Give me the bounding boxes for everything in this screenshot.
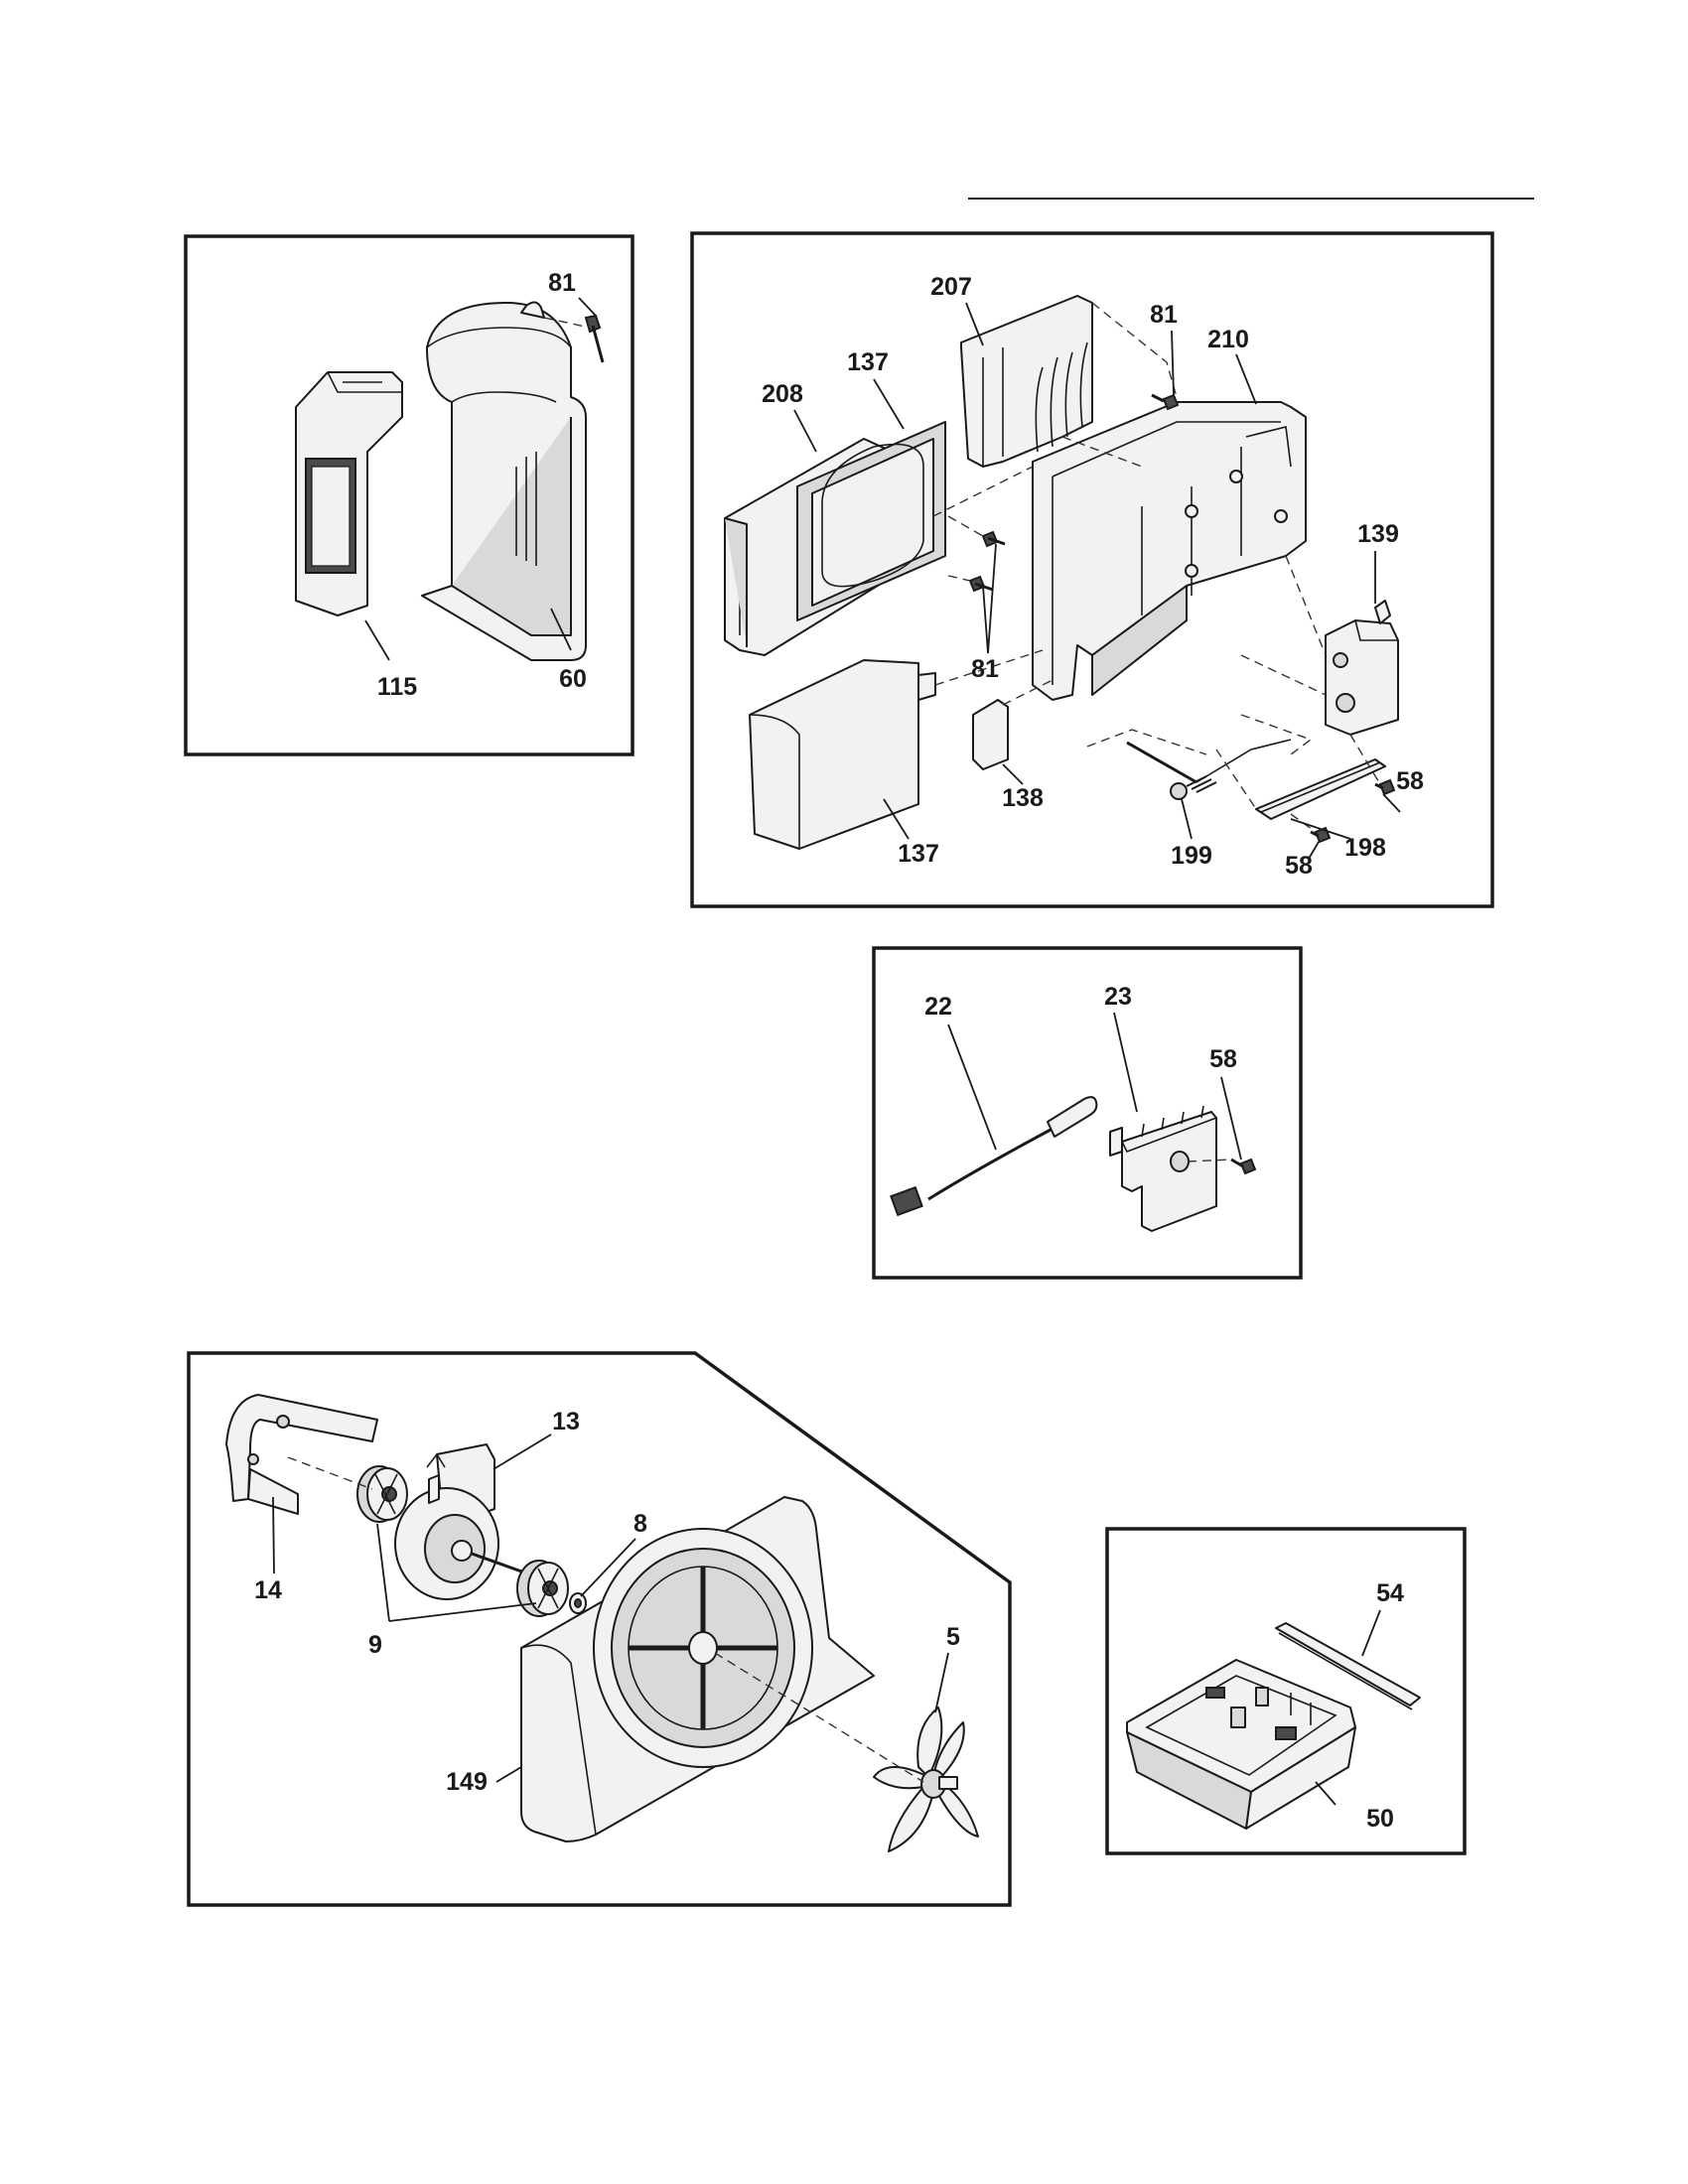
part-14-bracket xyxy=(225,1394,378,1515)
callout-137-filter: 137 xyxy=(847,348,889,376)
part-54-strip xyxy=(1275,1622,1421,1710)
panel-top-right-frame xyxy=(690,231,1494,908)
callout-139: 139 xyxy=(1357,520,1399,548)
callout-58-right: 58 xyxy=(1396,767,1424,795)
part-50-tray xyxy=(1126,1659,1356,1830)
callout-81-upper: 81 xyxy=(1150,301,1178,329)
panel-top-left-frame xyxy=(184,234,634,756)
panel-bottom-left: 13 14 8 9 5 149 xyxy=(187,1351,1012,1907)
panel-middle-frame xyxy=(872,946,1303,1280)
part-23-cover xyxy=(1109,1105,1217,1232)
panel-bottom-right-frame xyxy=(1105,1527,1467,1855)
screw-81-top-left xyxy=(584,314,605,363)
screw-58-middle xyxy=(1230,1158,1257,1175)
part-207-bracket xyxy=(960,295,1093,468)
screw-58-b xyxy=(1310,826,1332,844)
panel-middle: 22 23 58 xyxy=(872,946,1303,1280)
part-115-module xyxy=(295,371,403,616)
callout-22: 22 xyxy=(924,993,952,1021)
part-9-pulley-lower xyxy=(516,1560,569,1617)
callout-210: 210 xyxy=(1207,326,1249,353)
callout-23: 23 xyxy=(1104,983,1132,1011)
panel-top-left: 81 115 60 xyxy=(184,234,634,756)
part-138-clip xyxy=(972,699,1009,770)
screw-58-a xyxy=(1374,778,1396,796)
panel-top-right: 207 81 210 208 137 139 81 138 137 199 58… xyxy=(690,231,1494,908)
callout-207: 207 xyxy=(930,273,972,301)
callout-198: 198 xyxy=(1344,834,1386,862)
callout-54: 54 xyxy=(1376,1579,1404,1607)
part-198-plate xyxy=(1255,758,1386,820)
part-210-main-frame xyxy=(1032,401,1307,701)
callout-5: 5 xyxy=(946,1623,960,1651)
screw-81-top-right xyxy=(1151,393,1180,411)
part-137-cover xyxy=(749,659,936,850)
part-5-fan-blade xyxy=(873,1706,979,1852)
callout-81-lower: 81 xyxy=(971,655,999,683)
panel-bottom-left-frame xyxy=(187,1351,1012,1907)
part-199-rod xyxy=(1126,739,1292,800)
part-9-pulley-upper xyxy=(356,1465,408,1523)
callout-81-top-left: 81 xyxy=(548,269,576,297)
callout-137-cover: 137 xyxy=(898,840,939,868)
callout-115: 115 xyxy=(377,673,417,701)
part-139-switch xyxy=(1325,600,1399,736)
callout-208: 208 xyxy=(762,380,803,408)
part-22-sensor-cable xyxy=(890,1096,1098,1217)
callout-14: 14 xyxy=(254,1576,282,1604)
callout-9: 9 xyxy=(368,1631,382,1659)
callout-13: 13 xyxy=(552,1408,580,1435)
panel-bottom-right: 54 50 xyxy=(1105,1527,1467,1855)
callout-138: 138 xyxy=(1002,784,1044,812)
part-149-fan-shroud xyxy=(520,1496,875,1843)
part-137-filter xyxy=(796,421,946,621)
callout-149: 149 xyxy=(446,1768,488,1796)
screw-81-left-pair xyxy=(968,530,1006,593)
callout-199: 199 xyxy=(1171,842,1212,870)
part-60-housing xyxy=(421,301,587,661)
callout-50: 50 xyxy=(1366,1805,1394,1833)
part-13-motor xyxy=(394,1443,542,1600)
callout-60: 60 xyxy=(559,665,587,693)
callout-8: 8 xyxy=(633,1510,647,1538)
callout-58-bottom: 58 xyxy=(1285,852,1313,880)
callout-58-middle: 58 xyxy=(1209,1045,1237,1073)
part-8-washer xyxy=(569,1592,587,1614)
